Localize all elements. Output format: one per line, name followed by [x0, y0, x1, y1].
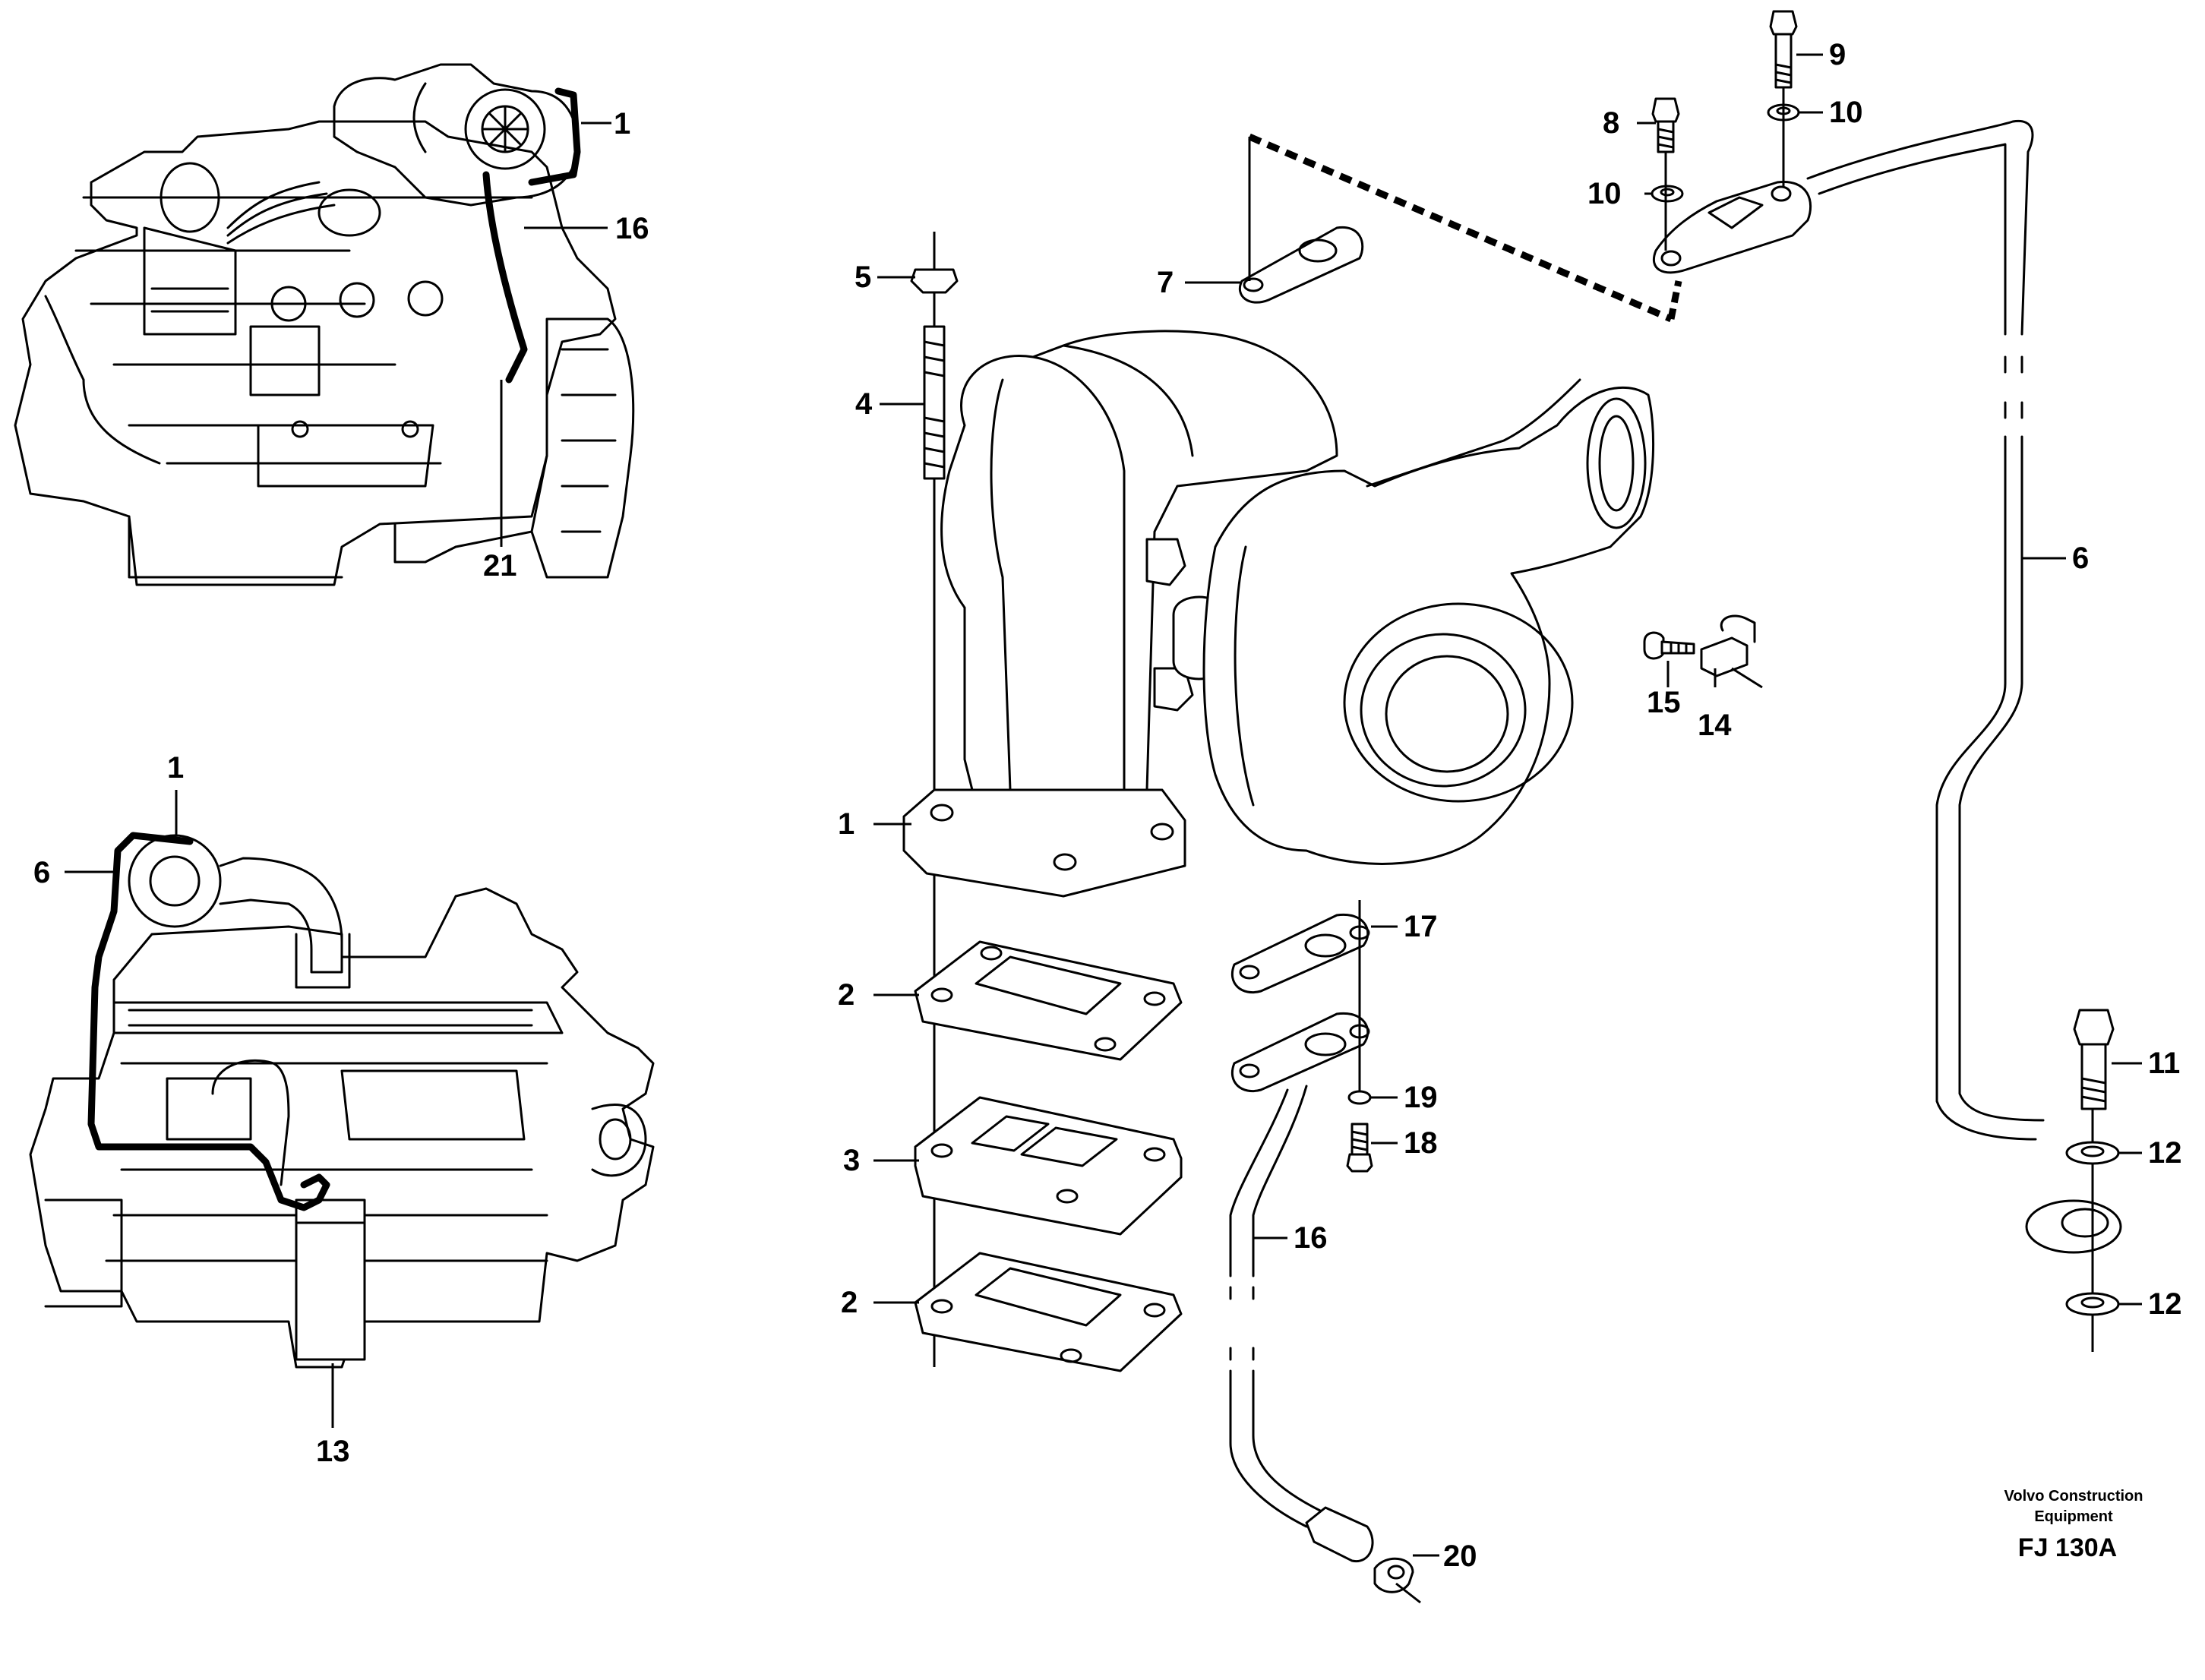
callout-5: 5 [855, 261, 871, 294]
turbocharger-exploded-view [873, 10, 2142, 1604]
figure-code: FJ 130A [2018, 1533, 2117, 1562]
callout-16: 16 [1294, 1221, 1328, 1255]
callout-10-right: 10 [1829, 96, 1863, 129]
callout-15: 15 [1647, 686, 1681, 719]
manufacturer-line-2: Equipment [2034, 1508, 2113, 1525]
callout-inset-bottom-6: 6 [33, 856, 50, 889]
callout-6: 6 [2072, 542, 2089, 575]
callout-7: 7 [1157, 266, 1174, 299]
callout-2-lower: 2 [841, 1286, 858, 1319]
callout-4: 4 [855, 387, 873, 421]
callout-inset-top-16: 16 [615, 212, 649, 245]
callout-inset-top-1: 1 [614, 107, 630, 141]
callout-18: 18 [1404, 1126, 1438, 1160]
callout-9: 9 [1829, 38, 1846, 71]
callout-10-left: 10 [1587, 177, 1622, 210]
callout-inset-top-21: 21 [483, 549, 517, 583]
callout-2-upper: 2 [838, 978, 855, 1012]
callout-20: 20 [1443, 1539, 1477, 1573]
engine-inset-bottom [29, 790, 655, 1428]
callout-1: 1 [838, 807, 855, 841]
callout-12-upper: 12 [2148, 1136, 2182, 1170]
engine-inset-top [14, 63, 635, 586]
callout-8: 8 [1603, 106, 1619, 140]
callout-14: 14 [1698, 709, 1732, 742]
callout-17: 17 [1404, 910, 1438, 943]
callout-inset-bottom-1: 1 [167, 751, 184, 785]
callout-12-lower: 12 [2148, 1287, 2182, 1321]
manufacturer-line-1: Volvo Construction [2004, 1488, 2143, 1505]
callout-inset-bottom-13: 13 [316, 1435, 350, 1468]
callout-11: 11 [2148, 1047, 2180, 1080]
callout-19: 19 [1404, 1081, 1438, 1114]
callout-3: 3 [843, 1144, 860, 1177]
